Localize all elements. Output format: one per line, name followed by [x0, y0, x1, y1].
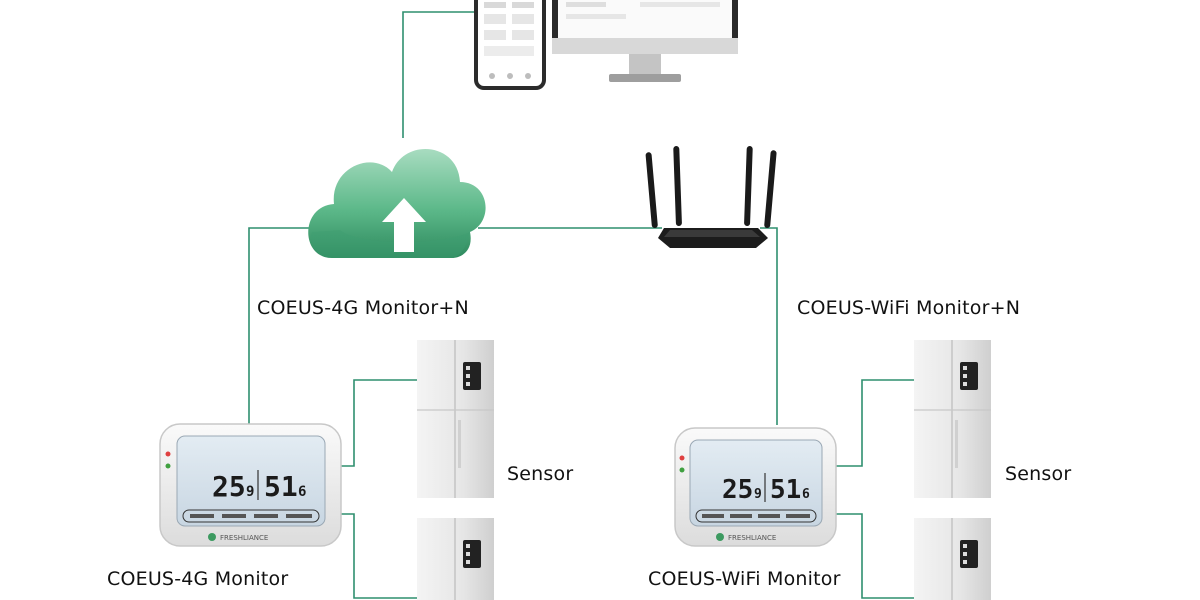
lcd-temperature: 25 — [212, 470, 246, 503]
cloud-to-devices-line — [402, 11, 475, 138]
label-coeus-4g-monitor-n: COEUS-4G Monitor+N — [257, 297, 469, 319]
lcd-temperature-decimal: 9 — [246, 484, 254, 500]
right-monitor-to-sensor-bottom-line — [836, 513, 914, 599]
lcd-humidity-decimal: 6 — [298, 484, 306, 500]
label-coeus-4g-monitor: COEUS-4G Monitor — [107, 568, 289, 590]
label-coeus-wifi-monitor: COEUS-WiFi Monitor — [648, 568, 841, 590]
lcd-humidity: 51 — [770, 475, 801, 505]
refrigerator-sensor-right-bottom — [914, 518, 991, 600]
lcd-humidity-decimal: 6 — [802, 487, 810, 502]
lcd-temperature-decimal: 9 — [754, 487, 762, 502]
label-sensor-left: Sensor — [507, 463, 574, 485]
wifi-router — [645, 146, 777, 248]
monitor-brand-logo: FRESHLIANCE — [728, 534, 776, 542]
router-to-wifi-monitor-line — [760, 227, 778, 425]
lcd-temperature: 25 — [722, 475, 753, 505]
label-sensor-right: Sensor — [1005, 463, 1072, 485]
lcd-humidity: 51 — [264, 470, 298, 503]
refrigerator-sensor-right-top — [914, 340, 991, 498]
monitor-brand-logo: FRESHLIANCE — [220, 534, 268, 542]
cloud-to-4g-monitor-line — [248, 227, 322, 425]
cloud-upload-icon — [308, 149, 486, 258]
left-monitor-to-sensor-bottom-line — [341, 513, 417, 599]
label-coeus-wifi-monitor-n: COEUS-WiFi Monitor+N — [797, 297, 1021, 319]
monitor-device-wifi: 25 9 51 6 FRESHLIANCE — [674, 427, 837, 547]
left-monitor-to-sensor-top-line — [341, 379, 417, 467]
desktop-monitor — [552, 0, 738, 82]
refrigerator-sensor-left-top — [417, 340, 494, 498]
refrigerator-sensor-left-bottom — [417, 518, 494, 600]
right-monitor-to-sensor-top-line — [836, 379, 914, 467]
monitor-device-4g: 25 9 51 6 FRESHLIANCE — [159, 423, 342, 547]
connector-lines — [248, 11, 914, 599]
smartphone — [474, 0, 546, 90]
